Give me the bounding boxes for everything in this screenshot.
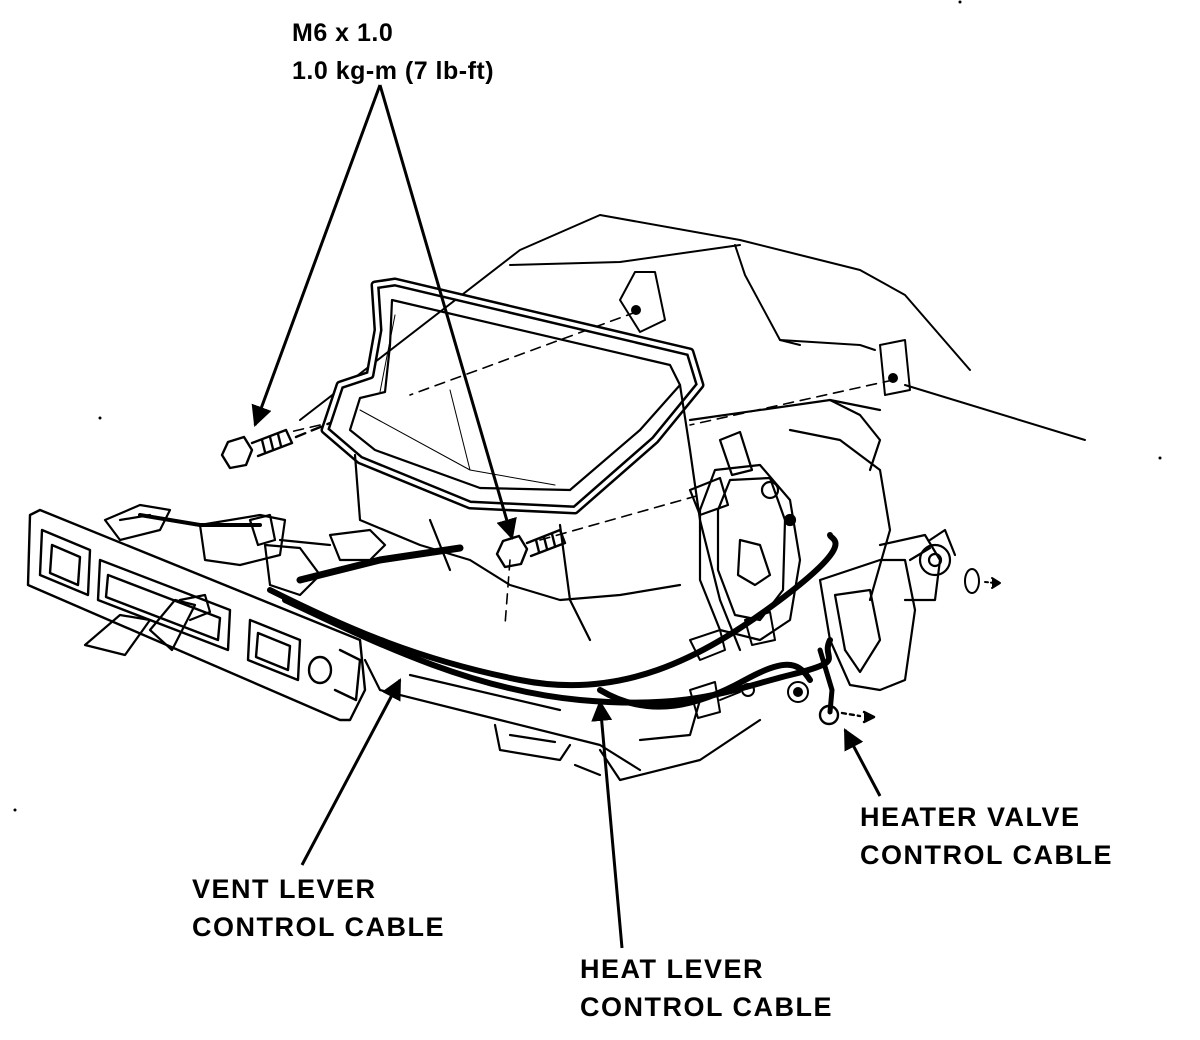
lower-duct (363, 658, 762, 782)
control-cables (267, 532, 839, 715)
heater-valve-cable (597, 661, 813, 710)
vent-arrow (300, 678, 402, 866)
heater-valve (818, 528, 957, 692)
vent-label-line1: VENT LEVER (192, 874, 377, 904)
control-levers (83, 503, 212, 657)
heat-label-line2: CONTROL CABLE (580, 992, 833, 1022)
scan-specks (13, 0, 1162, 812)
spec-arrow-left (251, 84, 382, 427)
heat-lever-cable-label: HEAT LEVER CONTROL CABLE (580, 950, 833, 1026)
spec-arrow-center (378, 84, 517, 541)
valve-label-line1: HEATER VALVE (860, 802, 1081, 832)
mounting-bolt-center (495, 528, 567, 569)
duct-outlet (320, 277, 705, 515)
bolt-torque-spec: 1.0 kg-m (7 lb-ft) (292, 57, 495, 85)
heater-box-body (353, 383, 892, 652)
vent-label-line2: CONTROL CABLE (192, 912, 445, 942)
bolt-spec-label: M6 x 1.0 1.0 kg-m (7 lb-ft) (292, 14, 494, 90)
cable-clips (689, 611, 809, 719)
leader-arrows (251, 84, 882, 949)
valve-label-line2: CONTROL CABLE (860, 840, 1113, 870)
control-panel-bezel (26, 508, 367, 722)
heater-core-housing (688, 430, 802, 642)
vent-lever-cable (267, 532, 839, 689)
heater-valve-cable-label: HEATER VALVE CONTROL CABLE (860, 798, 1113, 874)
heat-arrow (591, 699, 624, 949)
mounting-bolt-left (220, 421, 332, 470)
control-mechanism (138, 513, 464, 597)
grommet (964, 568, 1001, 594)
vent-lever-cable-label: VENT LEVER CONTROL CABLE (192, 870, 445, 946)
dashboard-outline (299, 214, 1086, 441)
heat-label-line1: HEAT LEVER (580, 954, 765, 984)
valve-arrow (843, 728, 882, 797)
valve-cable-clip (818, 704, 876, 726)
bolt-thread-spec: M6 x 1.0 (292, 19, 394, 47)
